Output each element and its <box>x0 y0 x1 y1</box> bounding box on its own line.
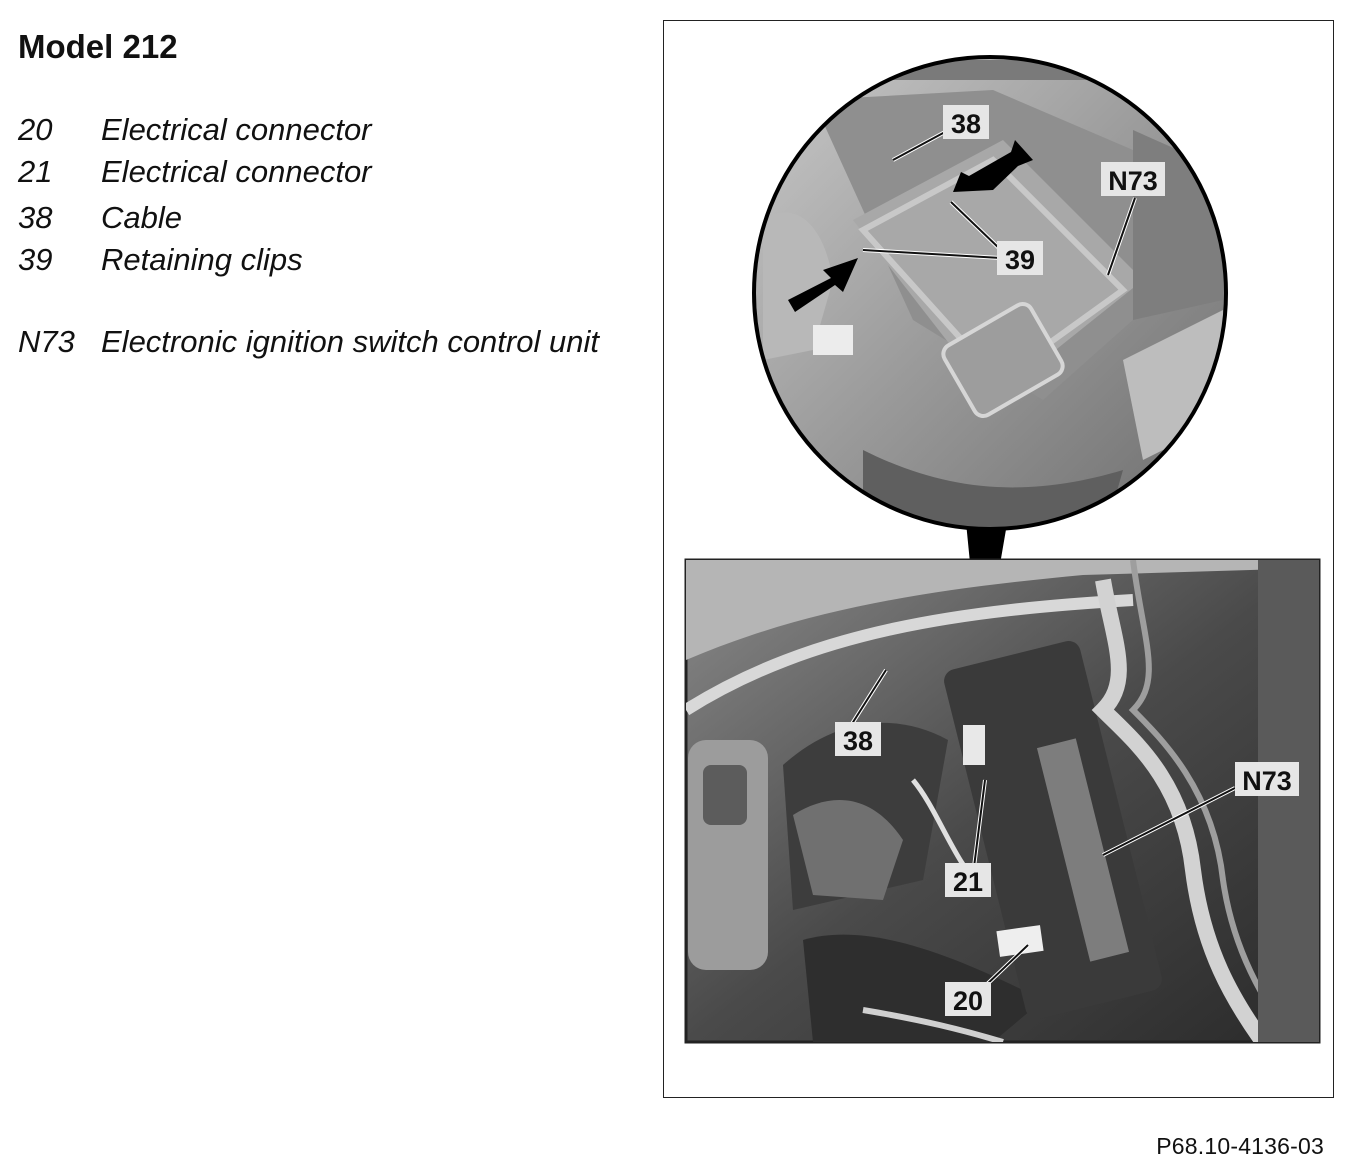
legend-description: Electronic ignition switch control unit <box>101 324 599 359</box>
legend-item: 20 Electrical connector <box>18 112 372 148</box>
detail-view-photo: 38 39 N73 <box>752 55 1228 531</box>
legend-description: Electrical connector <box>101 154 372 189</box>
overview-label-20: 20 <box>953 986 983 1016</box>
legend-item: 38 Cable <box>18 200 182 236</box>
legend-description: Cable <box>101 200 182 235</box>
illustration: 38 21 20 N73 <box>684 55 1321 1044</box>
detail-label-n73: N73 <box>1108 166 1158 196</box>
legend-number: N73 <box>18 324 75 359</box>
arrow-right-icon <box>953 140 1033 192</box>
legend-item: 21 Electrical connector <box>18 154 372 190</box>
overview-photo: 38 21 20 N73 <box>684 558 1321 1044</box>
detail-label-38: 38 <box>951 109 981 139</box>
legend-item: 39 Retaining clips <box>18 242 303 278</box>
legend-number: 20 <box>18 112 53 147</box>
overview-label-38: 38 <box>843 726 873 756</box>
detail-label-39: 39 <box>1005 245 1035 275</box>
legend-description: Retaining clips <box>101 242 303 277</box>
page-title: Model 212 <box>18 28 178 65</box>
legend-description: Electrical connector <box>101 112 372 147</box>
overview-label-n73: N73 <box>1242 766 1292 796</box>
legend-number: 21 <box>18 154 53 189</box>
legend-item: N73 Electronic ignition switch control u… <box>18 324 599 360</box>
legend-number: 38 <box>18 200 53 235</box>
legend-number: 39 <box>18 242 53 277</box>
overview-label-21: 21 <box>953 867 983 897</box>
figure-code: P68.10-4136-03 <box>1156 1133 1324 1159</box>
figure-frame <box>663 20 1334 1098</box>
arrow-left-icon <box>788 258 858 312</box>
